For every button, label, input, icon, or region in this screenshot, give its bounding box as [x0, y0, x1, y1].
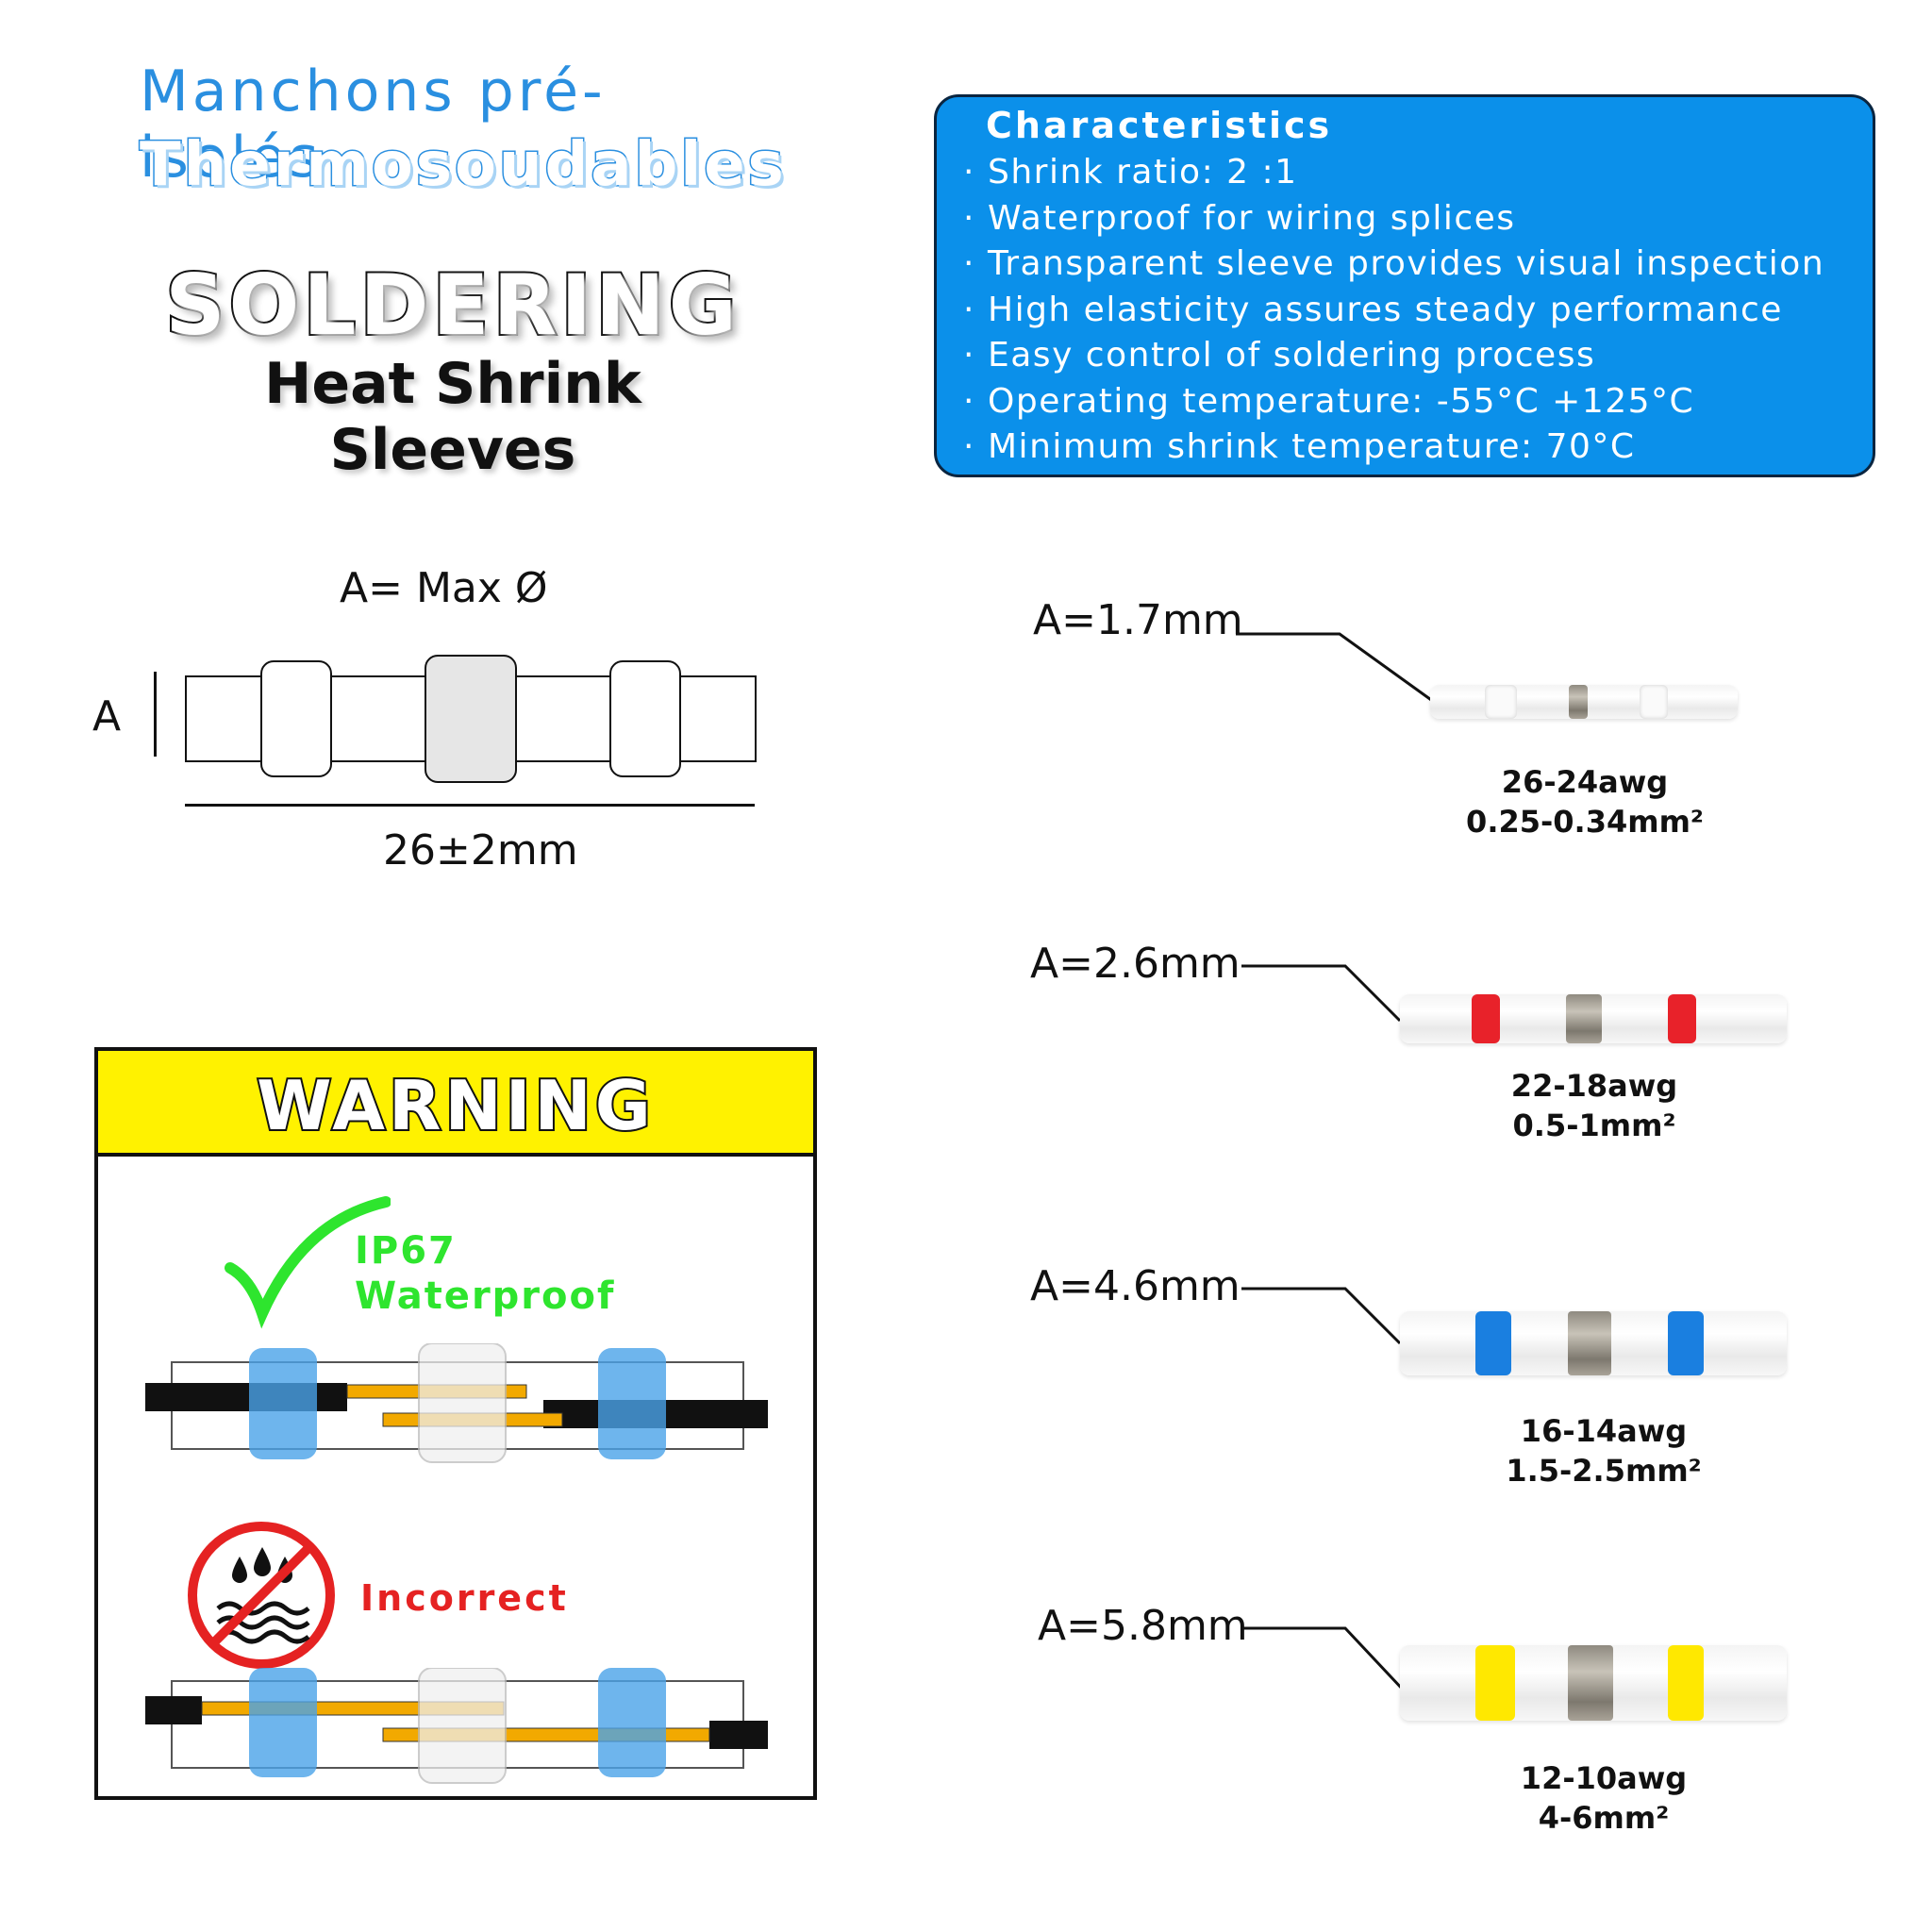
sleeve-ring-left	[260, 660, 332, 777]
characteristic-item: ·Waterproof for wiring splices	[963, 198, 1516, 238]
size-a-label: A=2.6mm	[1030, 940, 1241, 988]
max-diameter-label: A= Max Ø	[340, 564, 548, 612]
ip67-label: IP67	[355, 1229, 457, 1273]
solder-ring	[1569, 685, 1588, 719]
characteristics-list: ·Shrink ratio: 2 :1 ·Waterproof for wiri…	[963, 150, 1824, 471]
size-a-label: A=1.7mm	[1033, 596, 1243, 644]
correct-splice-diagram	[145, 1342, 768, 1475]
characteristic-item: ·Operating temperature: -55°C +125°C	[963, 381, 1695, 421]
sleeve-band	[1668, 1645, 1704, 1721]
characteristic-item: ·Transparent sleeve provides visual insp…	[963, 244, 1825, 283]
awg-label: 16-14awg 1.5-2.5mm²	[1506, 1413, 1702, 1489]
sleeve-photo	[1430, 685, 1738, 719]
characteristics-box: Characteristics ·Shrink ratio: 2 :1 ·Wat…	[934, 94, 1875, 477]
check-icon	[221, 1192, 391, 1334]
warning-header: WARNING	[98, 1051, 813, 1157]
characteristic-item: ·Minimum shrink temperature: 70°C	[963, 427, 1636, 466]
title-heat-shrink-sleeves: Heat Shrink Sleeves	[264, 351, 641, 483]
sleeve-solder-center	[425, 655, 517, 783]
title-french-line1: Manchons pré-isolés	[140, 58, 607, 191]
title-soldering: SOLDERING	[163, 255, 741, 356]
characteristic-item: ·Shrink ratio: 2 :1	[963, 153, 1298, 192]
warning-title: WARNING	[255, 1064, 655, 1147]
length-label: 26±2mm	[383, 826, 578, 874]
waterproof-label: Waterproof	[355, 1274, 616, 1318]
leader-line	[1241, 1287, 1402, 1345]
awg-label: 12-10awg 4-6mm²	[1520, 1760, 1688, 1836]
solder-ring	[1566, 994, 1602, 1043]
sleeve-ring-right	[609, 660, 681, 777]
sleeve-band	[1475, 1311, 1511, 1375]
sleeve-band	[1472, 994, 1500, 1043]
awg-label: 26-24awg 0.25-0.34mm²	[1466, 764, 1704, 840]
sleeve-band	[1475, 1645, 1515, 1721]
leader-line	[1243, 1626, 1406, 1692]
solder-ring	[1568, 1311, 1611, 1375]
characteristic-item: ·High elasticity assures steady performa…	[963, 290, 1783, 329]
a-label: A	[92, 692, 122, 741]
sleeve-photo	[1400, 1645, 1787, 1721]
characteristics-title: Characteristics	[986, 105, 1333, 146]
solder-ring	[1568, 1645, 1613, 1721]
characteristic-item: ·Easy control of soldering process	[963, 336, 1596, 375]
sleeve-photo	[1400, 994, 1787, 1043]
size-a-label: A=5.8mm	[1038, 1602, 1248, 1650]
incorrect-splice-diagram	[145, 1667, 768, 1790]
length-dimension-line	[185, 804, 755, 807]
awg-label: 22-18awg 0.5-1mm²	[1510, 1068, 1678, 1143]
dimension-diagram: A= Max Ø A 26±2mm	[85, 557, 802, 877]
leader-line	[1241, 964, 1402, 1023]
incorrect-label: Incorrect	[360, 1577, 569, 1619]
warning-box: WARNING IP67 Waterproof	[94, 1047, 817, 1800]
sleeve-photo	[1400, 1311, 1787, 1375]
sleeve-band	[1668, 1311, 1704, 1375]
sleeve-band	[1485, 685, 1517, 719]
no-water-icon	[185, 1519, 338, 1672]
size-a-label: A=4.6mm	[1030, 1262, 1241, 1310]
title-french-line2: Thermosoudables	[139, 129, 787, 202]
sleeve-band	[1668, 994, 1696, 1043]
a-dimension-line	[154, 672, 157, 757]
leader-line	[1236, 632, 1435, 704]
sleeve-band	[1640, 685, 1668, 719]
